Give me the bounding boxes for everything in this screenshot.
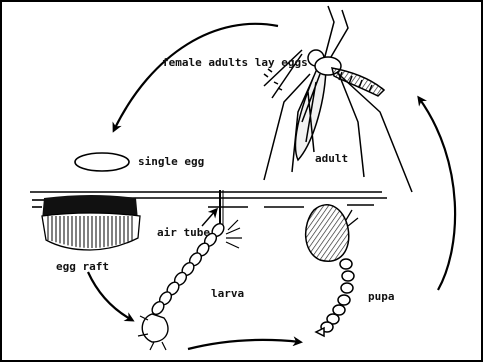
label-adult: adult <box>315 152 348 165</box>
label-female-adults: female adults lay eggs <box>162 56 308 69</box>
label-air-tube: air tube <box>157 226 210 239</box>
label-larva: larva <box>211 287 244 300</box>
arrow-adult-to-egg <box>114 24 278 130</box>
label-single-egg: single egg <box>138 155 204 168</box>
pupa-drawing <box>306 205 358 336</box>
label-egg-raft: egg raft <box>56 260 109 273</box>
arrow-larva-to-pupa <box>188 340 300 349</box>
larva-drawing <box>138 190 242 350</box>
label-pupa: pupa <box>368 290 395 303</box>
arrow-pupa-to-adult <box>419 98 455 290</box>
arrow-raft-to-larva <box>88 272 132 320</box>
air-tube-pointer <box>202 210 216 226</box>
single-egg-drawing <box>75 153 129 171</box>
egg-raft-drawing <box>42 195 140 250</box>
